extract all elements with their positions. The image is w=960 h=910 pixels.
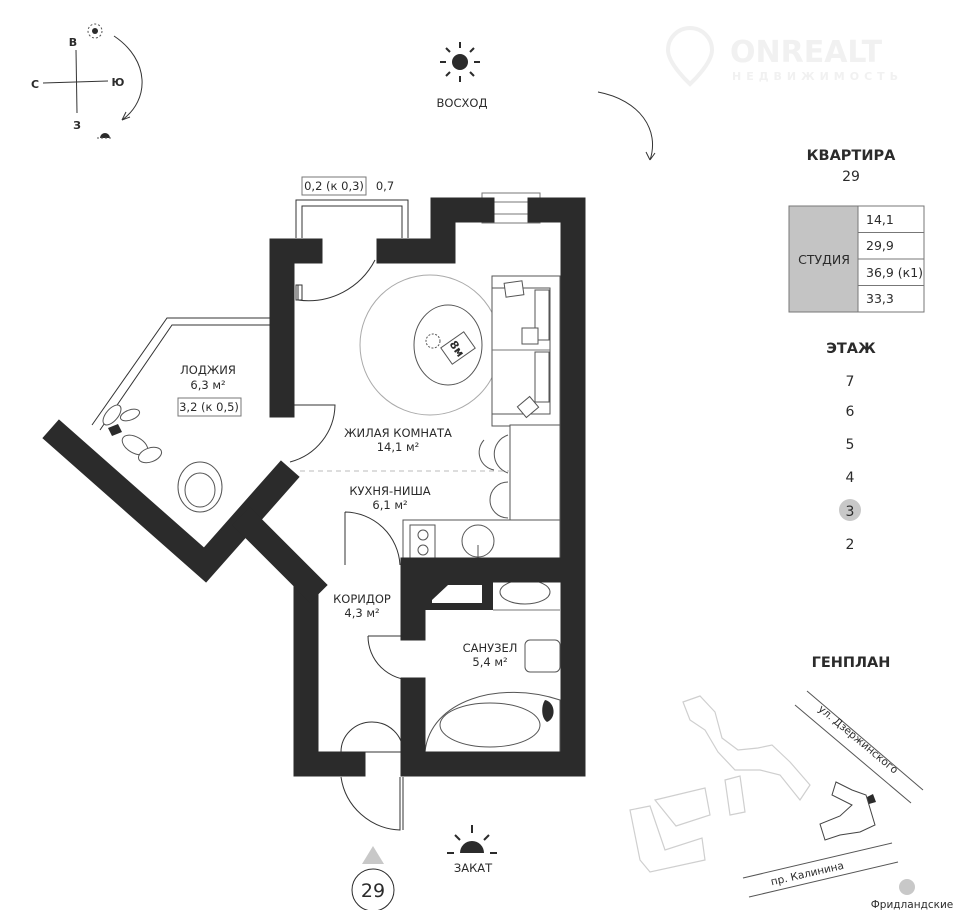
room-living: ЖИЛАЯ КОМНАТА 14,1 м² <box>344 426 452 454</box>
dining-counter <box>509 424 561 521</box>
street-label: ул. Дзержинского <box>816 703 900 777</box>
svg-text:29,9: 29,9 <box>866 238 894 253</box>
compass-north: С <box>31 78 39 91</box>
svg-text:6,3 м²: 6,3 м² <box>190 378 225 392</box>
room-bathroom: САНУЗЕЛ 5,4 м² <box>463 641 518 669</box>
svg-text:4,3 м²: 4,3 м² <box>344 606 379 620</box>
doors <box>280 259 414 831</box>
floor-4[interactable]: 4 <box>846 470 855 486</box>
room-loggia: ЛОДЖИЯ 6,3 м² 3,2 (к 0,5) <box>177 363 242 417</box>
sunrise-small-icon <box>87 23 103 39</box>
svg-text:КУХНЯ-НИША: КУХНЯ-НИША <box>349 484 430 498</box>
svg-text:СТУДИЯ: СТУДИЯ <box>798 252 850 267</box>
apartment-title: КВАРТИРА <box>807 148 896 164</box>
svg-text:3,2 (к 0,5): 3,2 (к 0,5) <box>179 400 239 414</box>
poi-label: Фридландские <box>871 899 953 910</box>
room-kitchen: КУХНЯ-НИША 6,1 м² <box>349 484 430 512</box>
svg-text:САНУЗЕЛ: САНУЗЕЛ <box>463 641 518 655</box>
svg-text:ЛОДЖИЯ: ЛОДЖИЯ <box>180 363 236 377</box>
plant-icon <box>102 404 163 464</box>
apartment-info-table: СТУДИЯ 14,1 29,9 36,9 (к1) 33,3 <box>788 205 925 313</box>
chair <box>493 434 509 474</box>
svg-text:36,9 (к1): 36,9 (к1) <box>866 265 923 280</box>
floor-6[interactable]: 6 <box>846 404 855 420</box>
svg-text:0,7: 0,7 <box>376 179 394 193</box>
poi-marker-icon <box>899 879 915 895</box>
svg-text:14,1: 14,1 <box>866 212 894 227</box>
svg-text:ONREALT: ONREALT <box>730 35 883 70</box>
compass-west: З <box>73 119 81 132</box>
compass-east: В <box>69 36 77 49</box>
genplan-title: ГЕНПЛАН <box>812 655 891 671</box>
sun-path-arrow-icon <box>597 91 656 161</box>
building-highlight <box>867 794 876 804</box>
sunset-small-icon <box>97 133 113 139</box>
room-corridor: КОРИДОР 4,3 м² <box>333 592 391 620</box>
tv: 8м <box>440 331 476 365</box>
walls <box>42 197 586 777</box>
compass-south: Ю <box>112 76 125 89</box>
toilet <box>524 639 561 673</box>
balcony: 0,2 (к 0,3) 0,7 <box>295 176 409 238</box>
entrance-marker-icon <box>362 846 384 864</box>
sunrise-label: ВОСХОД <box>437 96 488 110</box>
furniture: 8м <box>102 274 561 753</box>
floor-2[interactable]: 2 <box>846 537 855 553</box>
street-label: пр. Калинина <box>770 860 845 888</box>
plant-icon <box>425 333 441 349</box>
entrance-number-badge <box>351 868 395 910</box>
apartment-number: 29 <box>842 169 860 185</box>
svg-text:6,1 м²: 6,1 м² <box>372 498 407 512</box>
sunrise-icon <box>440 42 480 82</box>
floor-title: ЭТАЖ <box>826 341 876 357</box>
svg-text:5,4 м²: 5,4 м² <box>472 655 507 669</box>
floor-3[interactable]: 3 <box>846 504 855 520</box>
svg-text:29: 29 <box>361 880 385 902</box>
floor-selector: 7 6 5 4 3 2 <box>839 374 861 553</box>
svg-text:33,3: 33,3 <box>866 291 894 306</box>
svg-text:0,2 (к 0,3): 0,2 (к 0,3) <box>304 179 364 193</box>
svg-text:14,1 м²: 14,1 м² <box>377 440 420 454</box>
bathroom-sink <box>499 579 551 605</box>
svg-text:КОРИДОР: КОРИДОР <box>333 592 391 606</box>
chair <box>489 481 509 519</box>
floor-5[interactable]: 5 <box>846 437 855 453</box>
sunset-label: ЗАКАТ <box>454 861 493 875</box>
rotation-arrow-icon <box>113 35 143 121</box>
floor-current-highlight <box>839 499 861 521</box>
watermark-logo: ONREALT НЕДВИЖИМОСТЬ <box>665 25 903 87</box>
svg-text:НЕДВИЖИМОСТЬ: НЕДВИЖИМОСТЬ <box>732 70 903 83</box>
svg-text:ЖИЛАЯ КОМНАТА: ЖИЛАЯ КОМНАТА <box>344 426 452 440</box>
floor-7[interactable]: 7 <box>846 374 855 390</box>
sunset-icon <box>447 825 497 854</box>
compass-rose: В С Ю З <box>31 23 143 139</box>
site-plan: ул. Дзержинского пр. Калинина Фридландск… <box>629 690 953 910</box>
balcony-area-box <box>301 176 367 196</box>
